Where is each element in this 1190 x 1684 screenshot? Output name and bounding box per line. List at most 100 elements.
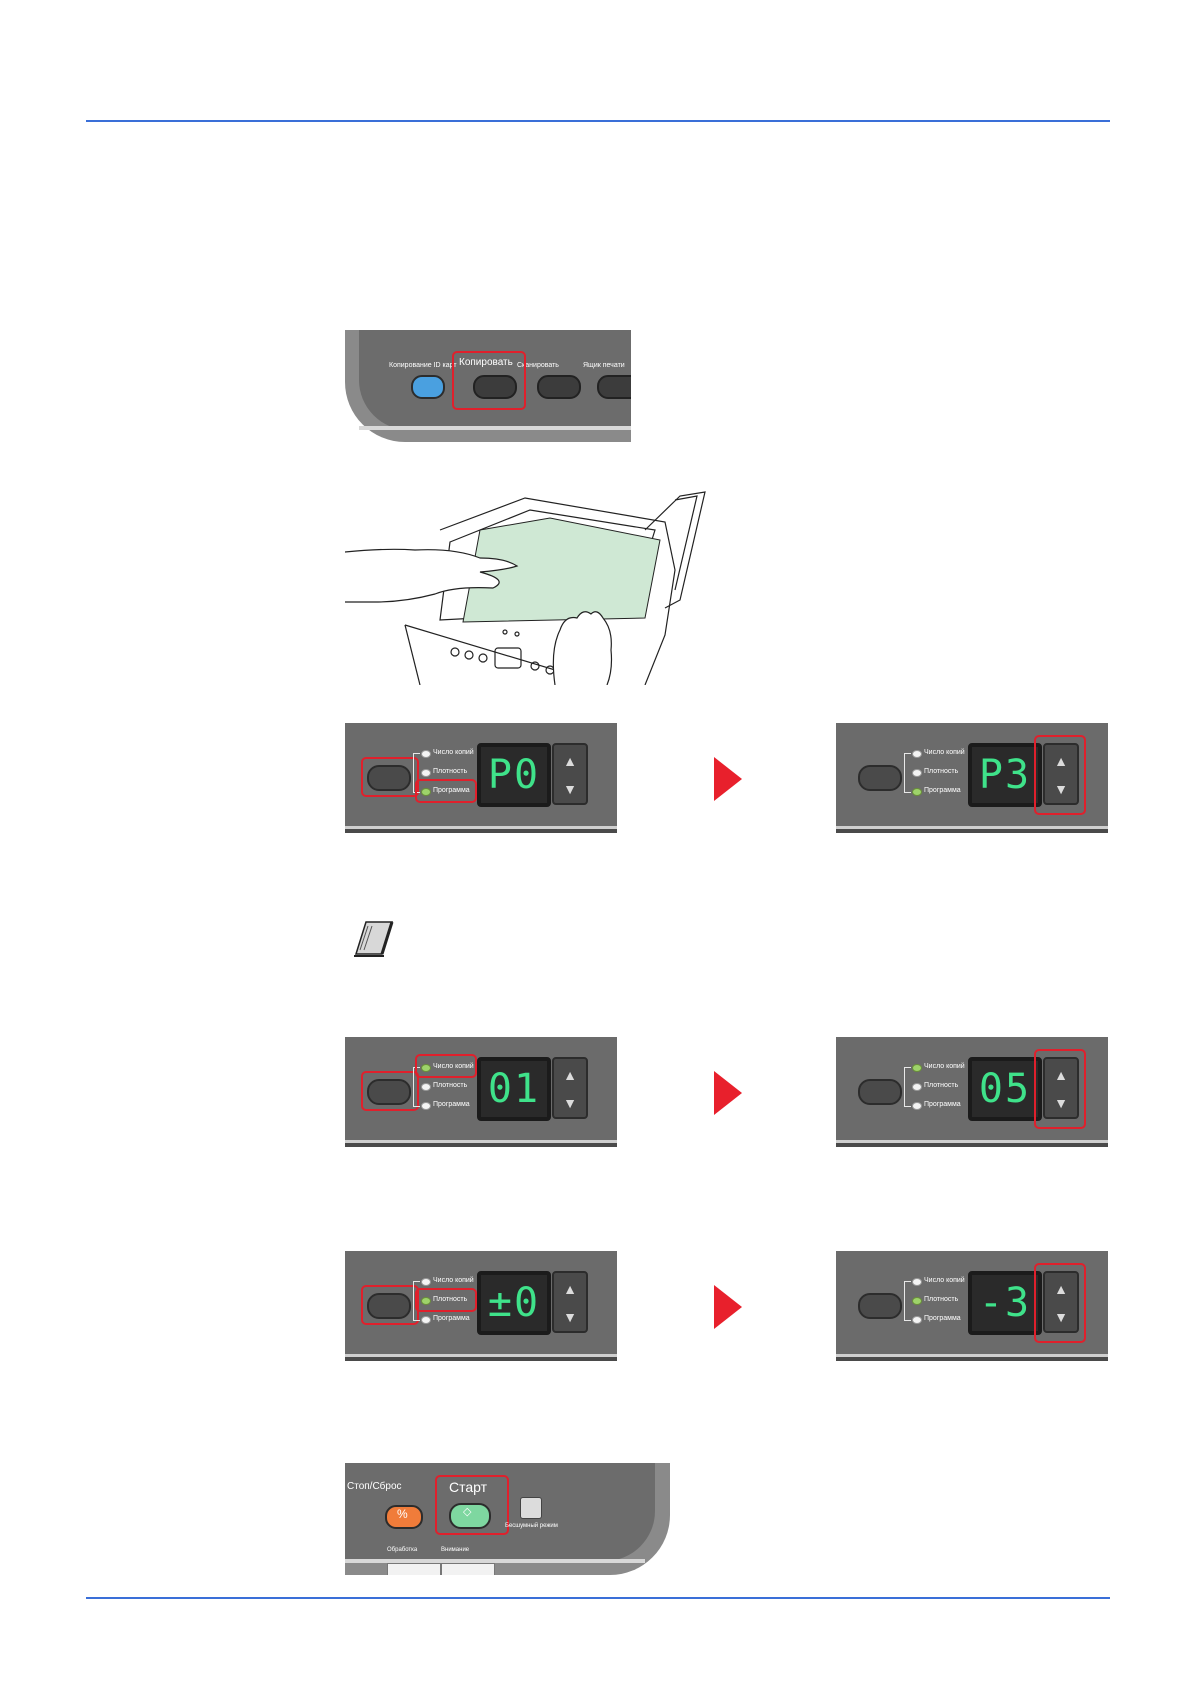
select-button[interactable] (367, 765, 411, 791)
seven-segment-display: 05 (968, 1057, 1042, 1121)
select-button[interactable] (367, 1293, 411, 1319)
label-program: Программа (433, 787, 470, 794)
stop-icon: % (397, 1507, 408, 1521)
led-program (912, 788, 922, 796)
copy-label: Копировать (459, 357, 513, 368)
display-panel-row2-after: Число копий Плотность Программа 05 ▲ ▼ (836, 1037, 1108, 1147)
up-arrow-icon[interactable]: ▲ (563, 1067, 577, 1083)
document-paper (462, 517, 661, 623)
led-density (912, 1083, 922, 1091)
footer-rule (86, 1597, 1110, 1599)
select-button[interactable] (858, 765, 902, 791)
up-down-keys[interactable]: ▲ ▼ (1043, 743, 1079, 805)
up-arrow-icon[interactable]: ▲ (563, 753, 577, 769)
up-down-highlight (1034, 1263, 1086, 1343)
id-card-copy-button[interactable] (411, 375, 445, 399)
attention-indicator (441, 1563, 495, 1575)
led-copies (421, 1278, 431, 1286)
led-density (421, 1083, 431, 1091)
up-arrow-icon[interactable]: ▲ (1054, 753, 1068, 769)
processing-label: Обработка (387, 1547, 418, 1553)
print-box-label: Ящик печати (583, 362, 625, 369)
display-panel-row2-before: Число копий Плотность Программа 01 ▲ ▼ (345, 1037, 617, 1147)
density-highlight (415, 1288, 477, 1312)
processing-indicator (387, 1563, 441, 1575)
down-arrow-icon[interactable]: ▼ (563, 781, 577, 797)
up-down-keys[interactable]: ▲ ▼ (1043, 1057, 1079, 1119)
up-down-highlight (1034, 735, 1086, 815)
print-box-button[interactable] (597, 375, 631, 399)
start-button[interactable] (449, 1503, 491, 1529)
led-density (912, 1297, 922, 1305)
led-density (421, 769, 431, 777)
down-arrow-icon[interactable]: ▼ (1054, 1309, 1068, 1325)
program-highlight (415, 779, 477, 803)
up-down-keys[interactable]: ▲ ▼ (552, 743, 588, 805)
down-arrow-icon[interactable]: ▼ (563, 1095, 577, 1111)
copies-highlight (415, 1054, 477, 1078)
label-density: Плотность (924, 1082, 959, 1089)
seven-segment-display: ±0 (477, 1271, 551, 1335)
scan-button[interactable] (537, 375, 581, 399)
select-button-highlight (361, 1071, 419, 1111)
copy-button[interactable] (473, 375, 517, 399)
label-bracket (904, 753, 911, 793)
display-panel-row3-after: Число копий Плотность Программа -3 ▲ ▼ (836, 1251, 1108, 1361)
down-arrow-icon[interactable]: ▼ (563, 1309, 577, 1325)
next-arrow-icon (714, 757, 742, 801)
label-program: Программа (924, 787, 961, 794)
quiet-mode-label: Бесшумный режим (505, 1523, 558, 1529)
led-density (421, 1297, 431, 1305)
select-button-highlight (361, 757, 419, 797)
up-arrow-icon[interactable]: ▲ (1054, 1067, 1068, 1083)
select-button[interactable] (858, 1293, 902, 1319)
seven-segment-display: 01 (477, 1057, 551, 1121)
next-arrow-icon (714, 1071, 742, 1115)
down-arrow-icon[interactable]: ▼ (1054, 1095, 1068, 1111)
quiet-mode-button[interactable] (520, 1497, 542, 1519)
start-highlight (435, 1475, 509, 1535)
led-copies (421, 1064, 431, 1072)
led-copies (912, 1064, 922, 1072)
select-button[interactable] (367, 1079, 411, 1105)
up-down-keys[interactable]: ▲ ▼ (552, 1057, 588, 1119)
led-density (912, 769, 922, 777)
down-arrow-icon[interactable]: ▼ (1054, 781, 1068, 797)
up-arrow-icon[interactable]: ▲ (1054, 1281, 1068, 1297)
up-down-keys[interactable]: ▲ ▼ (1043, 1271, 1079, 1333)
led-program (421, 788, 431, 796)
copy-highlight (452, 351, 526, 410)
seven-segment-display: P0 (477, 743, 551, 807)
next-arrow-icon (714, 1285, 742, 1329)
start-panel: Стоп/Сброс % Старт ◇ Бесшумный режим Обр… (345, 1463, 680, 1575)
id-card-copy-label: Копирование ID карт (389, 362, 457, 369)
label-program: Программа (433, 1315, 470, 1322)
display-panel-row3-before: Число копий Плотность Программа ±0 ▲ ▼ (345, 1251, 617, 1361)
select-button[interactable] (858, 1079, 902, 1105)
stop-reset-button[interactable] (385, 1505, 423, 1529)
up-down-keys[interactable]: ▲ ▼ (552, 1271, 588, 1333)
label-density: Плотность (924, 768, 959, 775)
scanner-illustration (345, 491, 706, 685)
led-copies (421, 750, 431, 758)
label-copies: Число копий (433, 1277, 474, 1284)
led-program (912, 1102, 922, 1110)
led-copies (912, 1278, 922, 1286)
stop-reset-label: Стоп/Сброс (347, 1481, 402, 1492)
led-program (421, 1102, 431, 1110)
label-copies: Число копий (433, 1063, 474, 1070)
display-panel-row1-after: Число копий Плотность Программа P3 ▲ ▼ (836, 723, 1108, 833)
label-bracket (904, 1281, 911, 1321)
header-rule (86, 120, 1110, 122)
label-program: Программа (924, 1101, 961, 1108)
up-arrow-icon[interactable]: ▲ (563, 1281, 577, 1297)
seven-segment-display: -3 (968, 1271, 1042, 1335)
label-density: Плотность (924, 1296, 959, 1303)
label-density: Плотность (433, 1082, 468, 1089)
up-down-highlight (1034, 1049, 1086, 1129)
led-copies (912, 750, 922, 758)
select-button-highlight (361, 1285, 419, 1325)
label-density: Плотность (433, 768, 468, 775)
mode-buttons-panel: Копирование ID карт Копировать Сканирова… (345, 330, 631, 442)
start-label: Старт (449, 1479, 488, 1495)
